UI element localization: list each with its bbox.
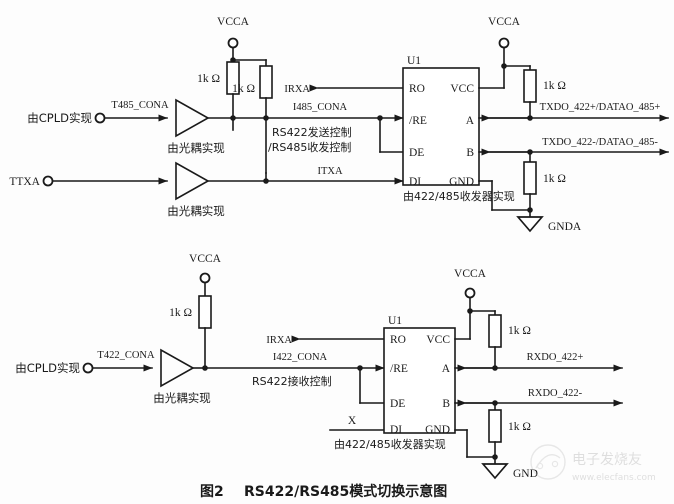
input-terminal-t422 [82, 362, 94, 374]
supply-terminal-top-left [227, 37, 239, 49]
signal-label-itxa: ITXA [317, 166, 342, 177]
chip-ref-top: U1 [407, 55, 421, 67]
resistor-bottom-left-label: 1k Ω [169, 307, 192, 319]
resistor-top-mid [259, 65, 273, 99]
pin-re-top: /RE [409, 115, 427, 127]
control-note-top-line1: RS422发送控制 [272, 125, 352, 139]
signal-label-irxa-bottom: IRXA [266, 335, 292, 346]
buffer-top-1 [175, 98, 210, 138]
resistor-top-left-label: 1k Ω [197, 73, 220, 85]
junction-i485-r1 [230, 115, 236, 121]
optocoupler-note-top-1: 由光耦实现 [167, 141, 225, 155]
junction-i485-r2 [263, 115, 269, 121]
figure-caption-title: RS422/RS485模式切换示意图 [244, 483, 447, 500]
supply-label-bottom-left: VCCA [189, 253, 222, 265]
ground-symbol-top [516, 216, 544, 233]
output-label-b-top: TXDO_422-/DATAO_485- [542, 137, 658, 148]
resistor-top-mid-label: 1k Ω [232, 83, 255, 95]
cpld-note-top: 由CPLD实现 [27, 111, 92, 125]
pin-gnd-bottom: GND [425, 424, 450, 436]
junction-out-a-bottom [492, 365, 498, 371]
pin-a-top: A [466, 115, 475, 127]
resistor-bottom-right-upper [488, 314, 502, 348]
pin-b-bottom: B [442, 398, 450, 410]
pin-gnd-top: GND [449, 176, 474, 188]
supply-terminal-bottom-left [199, 272, 211, 284]
transceiver-note-bottom: 由422/485收发器实现 [334, 437, 446, 451]
supply-terminal-bottom-right [464, 287, 476, 299]
pin-b-top: B [466, 147, 474, 159]
signal-label-x: X [348, 415, 357, 427]
resistor-top-right-upper [523, 69, 537, 103]
optocoupler-note-top-2: 由光耦实现 [167, 204, 225, 218]
supply-terminal-top-right [498, 37, 510, 49]
chip-ref-bottom: U1 [388, 315, 402, 327]
supply-label-bottom-right: VCCA [454, 268, 487, 280]
pin-de-bottom: DE [390, 398, 405, 410]
pin-re-bottom: /RE [390, 363, 408, 375]
signal-label-t422: T422_CONA [97, 350, 155, 361]
control-note-bottom: RS422接收控制 [252, 374, 332, 388]
output-label-b-bottom: RXDO_422- [528, 388, 583, 399]
pin-di-top: DI [409, 176, 421, 188]
pin-di-bottom: DI [390, 424, 402, 436]
pin-ro-top: RO [409, 83, 425, 95]
output-label-a-bottom: RXDO_422+ [527, 352, 584, 363]
resistor-bottom-right-upper-label: 1k Ω [508, 325, 531, 337]
signal-label-t485: T485_CONA [111, 100, 169, 111]
input-terminal-t485 [94, 112, 106, 124]
resistor-bottom-left [198, 295, 212, 329]
output-label-a-top: TXDO_422+/DATAO_485+ [540, 102, 661, 113]
chip-u1-top [402, 67, 480, 186]
junction-de-branch-top [377, 115, 383, 121]
pin-vcc-top: VCC [450, 83, 474, 95]
buffer-top-2 [175, 161, 210, 201]
signal-label-ttxa: TTXA [9, 176, 40, 188]
signal-label-i485: I485_CONA [293, 102, 348, 113]
transceiver-note-top: 由422/485收发器实现 [403, 189, 515, 203]
buffer-bottom [160, 348, 195, 388]
pin-de-top: DE [409, 147, 424, 159]
resistor-top-right-upper-label: 1k Ω [543, 80, 566, 92]
supply-label-top-left: VCCA [217, 16, 250, 28]
resistor-bottom-right-lower-label: 1k Ω [508, 421, 531, 433]
control-note-top-line2: /RS485收发控制 [268, 140, 351, 154]
resistor-top-right-lower-label: 1k Ω [543, 173, 566, 185]
supply-label-top-right: VCCA [488, 16, 521, 28]
resistor-top-right-lower [523, 161, 537, 195]
input-terminal-ttxa [42, 175, 54, 187]
ground-label-top: GNDA [548, 221, 582, 233]
junction-out-a-top [527, 115, 533, 121]
figure-caption-number: 图2 [200, 484, 224, 500]
signal-label-i422: I422_CONA [273, 352, 328, 363]
chip-u1-bottom [383, 327, 456, 434]
ground-symbol-bottom [481, 463, 509, 480]
junction-de-branch-bottom [357, 365, 363, 371]
optocoupler-note-bottom: 由光耦实现 [153, 391, 211, 405]
cpld-note-bottom: 由CPLD实现 [15, 361, 80, 375]
ground-label-bottom: GND [513, 468, 538, 480]
pin-vcc-bottom: VCC [426, 334, 450, 346]
pin-ro-bottom: RO [390, 334, 406, 346]
pin-a-bottom: A [442, 363, 451, 375]
resistor-bottom-right-lower [488, 409, 502, 443]
signal-label-irxa-top: IRXA [284, 84, 310, 95]
